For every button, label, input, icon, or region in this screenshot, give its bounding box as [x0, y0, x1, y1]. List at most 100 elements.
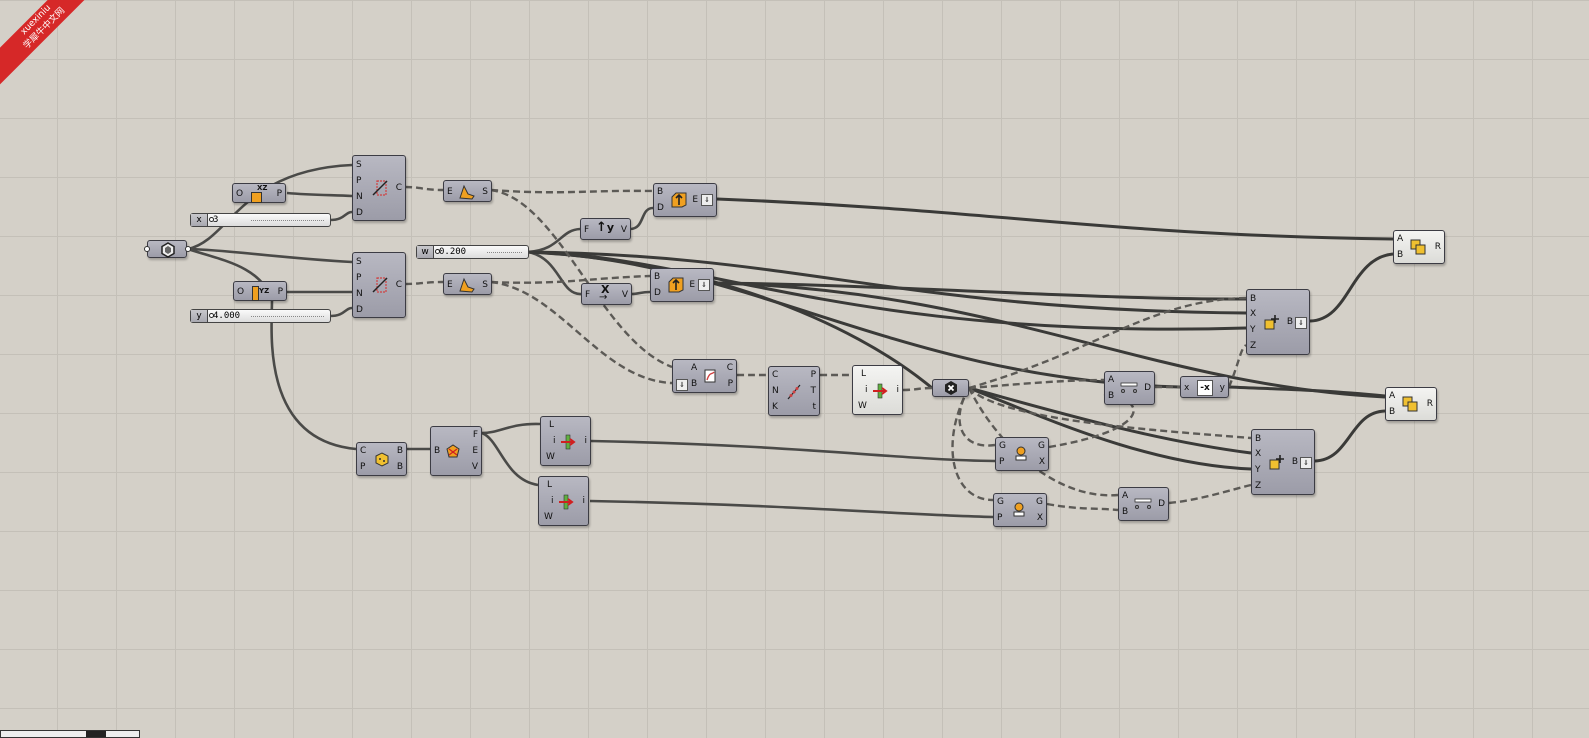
port-b[interactable]: B	[396, 446, 403, 456]
distance-component-1[interactable]: A B D	[1104, 371, 1155, 405]
port-c[interactable]: C	[360, 446, 367, 456]
port-r[interactable]: R	[1426, 399, 1433, 409]
port-i[interactable]: i	[551, 496, 554, 506]
port-g-out[interactable]: G	[1038, 441, 1045, 451]
port-s[interactable]: S	[482, 280, 488, 290]
port-d[interactable]: D	[356, 208, 363, 218]
port-i[interactable]: i	[865, 385, 868, 395]
port-f[interactable]: F	[585, 290, 591, 300]
slider-knob[interactable]	[209, 313, 214, 318]
port-c[interactable]: C	[395, 183, 402, 193]
list-item-component-2[interactable]: L i W i	[540, 416, 591, 466]
graft-toggle-icon[interactable]: ⇓	[676, 379, 688, 391]
boundary-surface-component-mid[interactable]: E S	[443, 273, 492, 295]
port-b[interactable]: B	[1397, 250, 1404, 260]
port-x[interactable]: X	[1036, 513, 1043, 523]
port-s[interactable]: S	[356, 257, 362, 267]
number-slider-x[interactable]: x 3	[190, 213, 331, 227]
extrude-component-mid[interactable]: B D E ⇓	[650, 268, 714, 302]
port-b-2[interactable]: B	[396, 462, 403, 472]
port-a[interactable]: A	[1397, 234, 1404, 244]
port-d[interactable]: D	[654, 288, 661, 298]
port-p[interactable]: P	[356, 273, 362, 283]
list-item-component-3[interactable]: L i W i	[538, 476, 589, 526]
port-c[interactable]: C	[395, 280, 402, 290]
port-p[interactable]: P	[356, 176, 362, 186]
section-curve-component-top[interactable]: S P N D C	[352, 155, 406, 221]
port-e[interactable]: E	[472, 446, 478, 456]
port-y[interactable]: Y	[1250, 325, 1256, 335]
box-rectangle-component-2[interactable]: B X Y Z B ⇓	[1251, 429, 1315, 495]
port-i-out[interactable]: i	[584, 436, 587, 446]
port-e[interactable]: E	[447, 187, 453, 197]
solid-union-component-1[interactable]: A B R	[1393, 230, 1445, 264]
port-w[interactable]: W	[858, 401, 867, 411]
port-a[interactable]: A	[691, 363, 698, 373]
port-p[interactable]: P	[810, 370, 816, 380]
port-x[interactable]: X	[1250, 309, 1257, 319]
unit-y-component[interactable]: F V ↑y	[580, 218, 631, 240]
port-l[interactable]: L	[861, 369, 867, 379]
port-d[interactable]: D	[356, 305, 363, 315]
port-a[interactable]: A	[1389, 391, 1396, 401]
port-g[interactable]: G	[997, 497, 1004, 507]
port-b[interactable]: B	[1255, 434, 1262, 444]
port-t-lower[interactable]: t	[812, 402, 816, 412]
port-v[interactable]: V	[471, 462, 478, 472]
boundary-surface-component-top[interactable]: E S	[443, 180, 492, 202]
list-item-component-1[interactable]: L i W i	[852, 365, 903, 415]
port-d[interactable]: D	[1158, 499, 1165, 509]
port-b[interactable]: B	[1122, 507, 1129, 517]
port-c[interactable]: C	[726, 363, 733, 373]
divide-curve-component[interactable]: C N K P T t	[768, 366, 820, 416]
deconstruct-brep-component[interactable]: B F E V	[430, 426, 482, 476]
port-w[interactable]: W	[546, 452, 555, 462]
port-o[interactable]: O	[237, 287, 245, 297]
port-y[interactable]: y	[1219, 383, 1225, 393]
port-n[interactable]: N	[772, 386, 779, 396]
port-b[interactable]: B	[654, 272, 661, 282]
number-slider-y[interactable]: y 4.000	[190, 309, 331, 323]
port-b-out[interactable]: B	[1286, 317, 1293, 327]
port-p[interactable]: P	[999, 457, 1005, 467]
port-r[interactable]: R	[1434, 242, 1441, 252]
solid-union-component-2[interactable]: A B R	[1385, 387, 1437, 421]
port-b-out[interactable]: B	[1291, 457, 1298, 467]
port-y[interactable]: Y	[1255, 465, 1261, 475]
port-i[interactable]: i	[553, 436, 556, 446]
xz-plane-component[interactable]: O P XZ	[232, 183, 286, 203]
port-w[interactable]: W	[544, 512, 553, 522]
port-d[interactable]: D	[1144, 383, 1151, 393]
port-p[interactable]: P	[360, 462, 366, 472]
port-c[interactable]: C	[772, 370, 779, 380]
port-n[interactable]: N	[356, 289, 363, 299]
port-p[interactable]: P	[727, 379, 733, 389]
port-k[interactable]: K	[772, 402, 778, 412]
port-o[interactable]: O	[236, 189, 244, 199]
slider-knob[interactable]	[435, 249, 440, 254]
port-g[interactable]: G	[999, 441, 1006, 451]
box-corners-component[interactable]: C P B B	[356, 442, 407, 476]
port-z[interactable]: Z	[1250, 341, 1257, 351]
port-p[interactable]: P	[997, 513, 1003, 523]
distance-component-2[interactable]: A B D	[1118, 487, 1169, 521]
geometry-param[interactable]	[147, 240, 187, 258]
port-a[interactable]: A	[1108, 375, 1115, 385]
loft-component[interactable]: A B ⇓ C P	[672, 359, 737, 393]
port-g-out[interactable]: G	[1036, 497, 1043, 507]
number-slider-w[interactable]: w 0.200	[416, 245, 529, 259]
negate-component[interactable]: x y -x	[1180, 376, 1229, 398]
port-n[interactable]: N	[356, 192, 363, 202]
extrude-component-top[interactable]: B D E ⇓	[653, 183, 717, 217]
port-x[interactable]: X	[1038, 457, 1045, 467]
port-b[interactable]: B	[1250, 294, 1257, 304]
port-e[interactable]: E	[689, 280, 695, 290]
port-t[interactable]: T	[810, 386, 817, 396]
grab-component-1[interactable]: G P G X	[995, 437, 1049, 471]
unit-x-component[interactable]: F V X →	[581, 283, 632, 305]
port-d[interactable]: D	[657, 203, 664, 213]
grab-component-2[interactable]: G P G X	[993, 493, 1047, 527]
slider-knob[interactable]	[209, 217, 214, 222]
port-b[interactable]: B	[1389, 407, 1396, 417]
port-x[interactable]: X	[1255, 449, 1262, 459]
